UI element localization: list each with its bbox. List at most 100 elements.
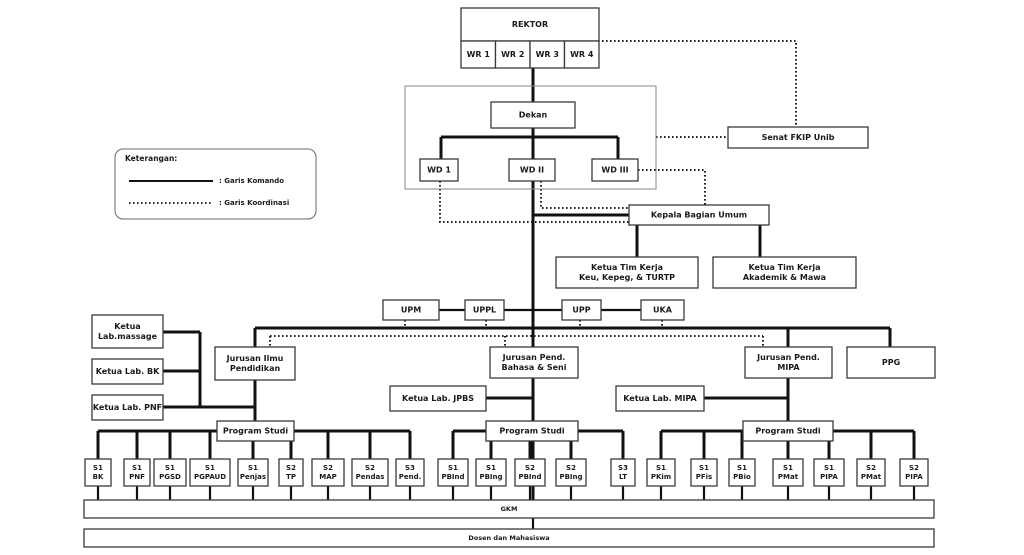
wr-3-node[interactable]: WR 3 bbox=[529, 40, 566, 69]
prodi-s1-pnf-node-label: PNF bbox=[129, 473, 145, 481]
wr-1-node[interactable]: WR 1 bbox=[460, 40, 497, 69]
wd-2-node[interactable]: WD II bbox=[508, 158, 556, 182]
wd-3-node[interactable]: WD III bbox=[591, 158, 639, 182]
rektor-node[interactable]: REKTOR bbox=[460, 7, 600, 42]
jurusan-bahasa-seni-node[interactable]: Jurusan Pend.Bahasa & Seni bbox=[489, 346, 579, 379]
unit-upm-node[interactable]: UPM bbox=[382, 299, 440, 321]
wd-2-node-box bbox=[508, 158, 556, 182]
jurusan-bahasa-seni-node-box bbox=[489, 346, 579, 379]
lab-mipa-node-box bbox=[615, 385, 705, 412]
senat-node[interactable]: Senat FKIP Unib bbox=[727, 126, 869, 149]
prodi-s2-pbind-node-box bbox=[514, 458, 546, 487]
lab-mipa-node-label: Ketua Lab. MIPA bbox=[623, 394, 697, 403]
wr-4-node[interactable]: WR 4 bbox=[563, 40, 600, 69]
unit-uppl-node[interactable]: UPPL bbox=[464, 299, 505, 321]
program-studi-node[interactable]: Program Studi bbox=[216, 420, 295, 442]
legend-title: Keterangan: bbox=[125, 154, 177, 163]
jurusan-ilmu-pendidikan-node-label: Jurusan Ilmu bbox=[226, 354, 284, 363]
lab-bk-node-box bbox=[91, 358, 164, 385]
ketua-tim-akademik-node-box bbox=[712, 256, 857, 289]
unit-uka-node[interactable]: UKA bbox=[640, 299, 685, 321]
prodi-s1-pnf-node-label: S1 bbox=[132, 464, 142, 472]
prodi-s2-pbing-node-label: PBIng bbox=[559, 473, 582, 481]
wd-3-node-box bbox=[591, 158, 639, 182]
program-studi-node[interactable]: Program Studi bbox=[742, 420, 834, 442]
prodi-s2-tp-node-box bbox=[278, 458, 304, 487]
jurusan-ilmu-pendidikan-node-label: Pendidikan bbox=[230, 364, 281, 373]
prodi-s1-pgsd-node-label: S1 bbox=[165, 464, 175, 472]
lab-bk-node[interactable]: Ketua Lab. BK bbox=[91, 358, 164, 385]
lab-mipa-node[interactable]: Ketua Lab. MIPA bbox=[615, 385, 705, 412]
prodi-s1-pmat-node-label: PMat bbox=[778, 473, 799, 481]
program-studi-node-label: Program Studi bbox=[223, 427, 289, 436]
prodi-s2-tp-node-label: TP bbox=[286, 473, 296, 481]
kepala-bagian-node-label: Kepala Bagian Umum bbox=[651, 211, 747, 220]
jurusan-bahasa-seni-node-label: Bahasa & Seni bbox=[502, 363, 567, 372]
program-studi-node-box bbox=[216, 420, 295, 442]
prodi-s1-pkim-node-box bbox=[646, 458, 676, 487]
prodi-s3-pend-node-box bbox=[395, 458, 425, 487]
gkm-node[interactable]: GKM bbox=[83, 499, 935, 519]
wr-1-node-box bbox=[460, 40, 497, 69]
lab-pnf-node[interactable]: Ketua Lab. PNF bbox=[91, 394, 164, 421]
dosen-mahasiswa-node[interactable]: Dosen dan Mahasiswa bbox=[83, 528, 935, 548]
prodi-s1-pbio-node-label: PBio bbox=[733, 473, 751, 481]
prodi-s1-pbing-node-label: S1 bbox=[486, 464, 496, 472]
program-studi-node[interactable]: Program Studi bbox=[485, 420, 579, 442]
prodi-s1-pbio-node-box bbox=[728, 458, 756, 487]
prodi-s1-pfis-node-label: PFis bbox=[696, 473, 712, 481]
unit-uppl-node-box bbox=[464, 299, 505, 321]
coordination-line bbox=[638, 169, 706, 205]
prodi-s1-pkim-node-label: PKim bbox=[651, 473, 671, 481]
lab-jpbs-node[interactable]: Ketua Lab. JPBS bbox=[389, 385, 487, 412]
legend: Keterangan:: Garis Komando: Garis Koordi… bbox=[114, 148, 317, 220]
ketua-tim-keu-node-label: Ketua Tim Kerja bbox=[591, 263, 663, 272]
dosen-mahasiswa-node-label: Dosen dan Mahasiswa bbox=[468, 534, 549, 542]
prodi-s2-map-node-label: S2 bbox=[323, 464, 333, 472]
prodi-s1-pkim-node-label: S1 bbox=[656, 464, 666, 472]
wr-2-node[interactable]: WR 2 bbox=[494, 40, 531, 69]
program-studi-node-label: Program Studi bbox=[755, 427, 821, 436]
kepala-bagian-node[interactable]: Kepala Bagian Umum bbox=[628, 204, 770, 226]
prodi-s1-pnf-node-box bbox=[123, 458, 151, 487]
ppg-node[interactable]: PPG bbox=[846, 346, 936, 379]
unit-upp-node[interactable]: UPP bbox=[561, 299, 602, 321]
prodi-s1-pbind-node-box bbox=[437, 458, 469, 487]
wd-1-node-label: WD 1 bbox=[427, 166, 451, 175]
wd-1-node[interactable]: WD 1 bbox=[419, 158, 459, 182]
legend-koordinasi-label: : Garis Koordinasi bbox=[219, 199, 289, 207]
lab-massage-node-box bbox=[91, 314, 164, 349]
dekanat-frame bbox=[404, 85, 657, 190]
jurusan-mipa-node[interactable]: Jurusan Pend.MIPA bbox=[744, 346, 833, 379]
prodi-s3-lt-node-label: S3 bbox=[618, 464, 628, 472]
prodi-s2-pbind-node-label: S2 bbox=[525, 464, 535, 472]
dekan-node[interactable]: Dekan bbox=[490, 101, 576, 129]
prodi-s1-pgpaud-node-label: PGPAUD bbox=[194, 473, 226, 481]
prodi-s2-map-node-label: MAP bbox=[319, 473, 337, 481]
